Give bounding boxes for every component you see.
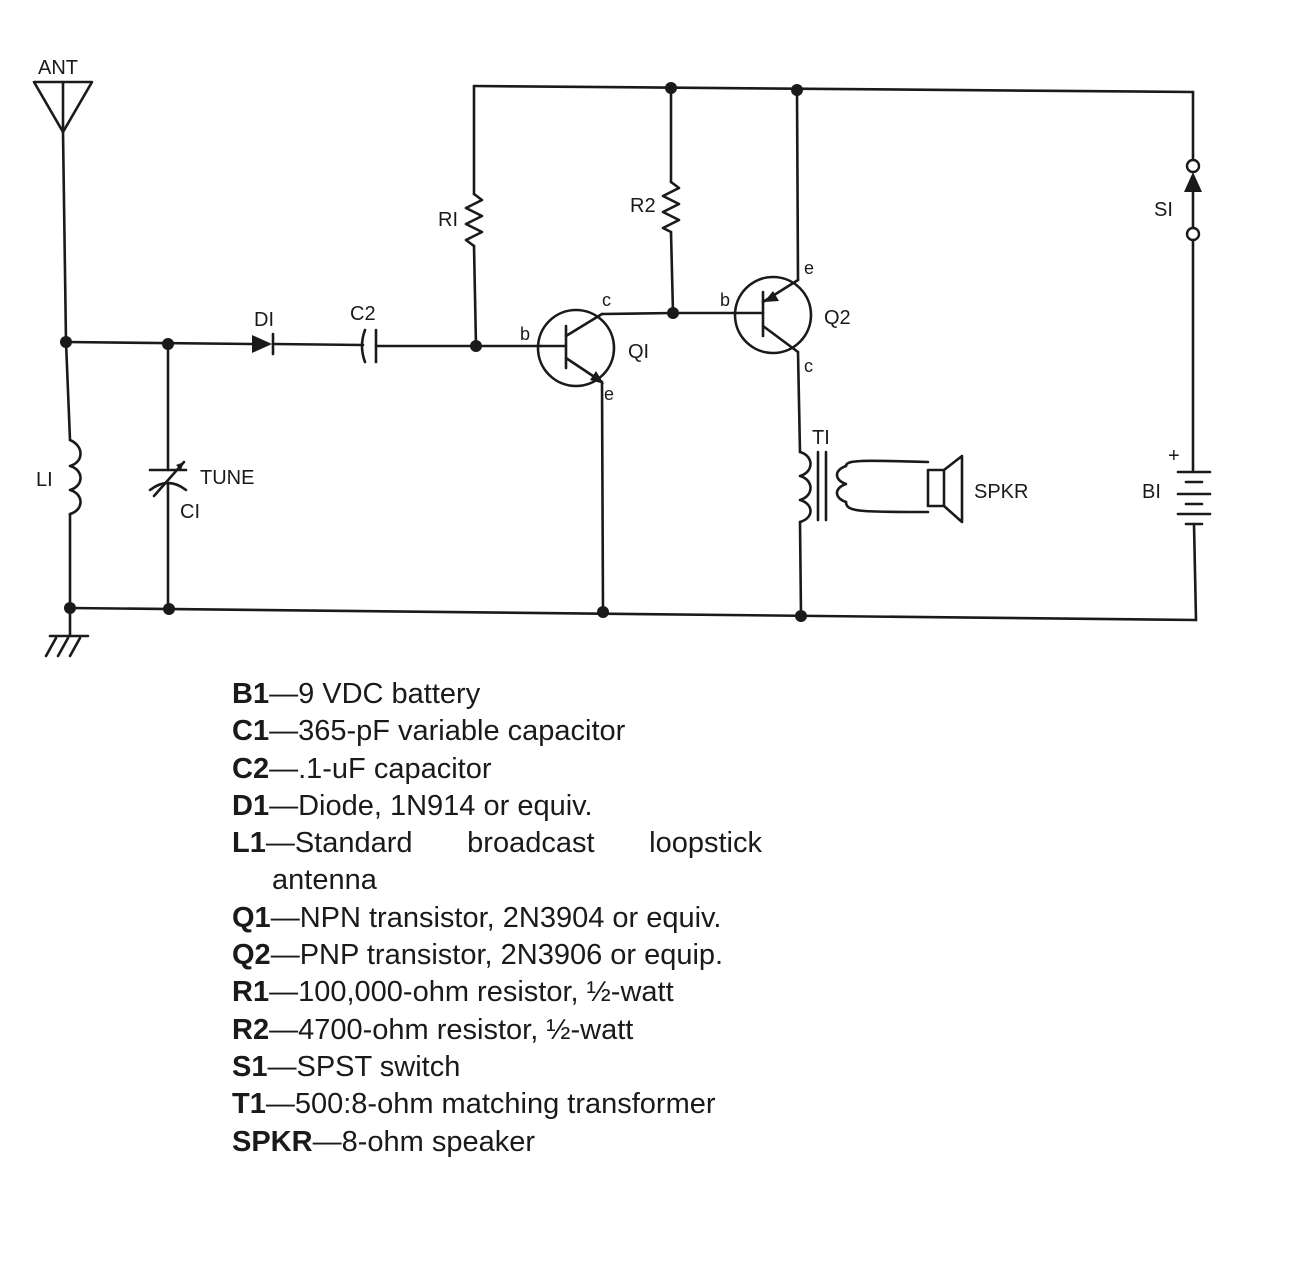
label-s1: SI <box>1154 199 1173 221</box>
speaker-icon <box>926 454 964 524</box>
label-q2: Q2 <box>824 307 851 329</box>
parts-list: B1—9 VDC battery C1—365-pF variable capa… <box>232 676 762 1161</box>
part-b1: B1—9 VDC battery <box>232 678 481 710</box>
label-c2: C2 <box>350 303 376 325</box>
label-q2-e: e <box>804 258 814 278</box>
label-b1: BI <box>1142 481 1161 503</box>
label-q1-b: b <box>520 324 530 344</box>
label-ant: ANT <box>38 57 78 79</box>
q1-npn-transistor <box>536 308 616 388</box>
b1-battery <box>1176 470 1212 526</box>
label-plus: + <box>1168 445 1180 467</box>
label-q2-c: c <box>804 356 813 376</box>
r1-resistor <box>464 192 484 248</box>
part-q2: Q2—PNP transistor, 2N3906 or equip. <box>232 939 724 972</box>
d1-diode <box>252 332 275 356</box>
l1-coil <box>68 438 82 516</box>
part-s1: S1—SPST switch <box>232 1050 461 1083</box>
r2-resistor <box>661 180 681 234</box>
label-q1-c: c <box>602 290 611 310</box>
label-r2: R2 <box>630 195 656 217</box>
label-r1: RI <box>438 209 458 231</box>
part-r1: R1—100,000-ohm resistor, ½-watt <box>232 976 674 1009</box>
label-spkr: SPKR <box>974 481 1028 503</box>
part-d1: D1—Diode, 1N914 or equiv. <box>232 789 593 822</box>
antenna-symbol <box>32 80 94 134</box>
part-q1: Q1—NPN transistor, 2N3904 or equiv. <box>232 901 722 934</box>
label-tune: TUNE <box>200 467 254 489</box>
junction-dots <box>60 82 807 622</box>
part-r2: R2—4700-ohm resistor, ½-watt <box>232 1013 634 1046</box>
part-l1: L1—Standard broadcast loopstick antenna <box>232 827 762 897</box>
q2-pnp-transistor <box>671 275 813 355</box>
ground-symbol <box>44 606 90 658</box>
label-q1: QI <box>628 341 649 363</box>
label-q1-e: e <box>604 384 614 404</box>
label-l1: LI <box>36 469 53 491</box>
label-t1: TI <box>812 427 830 449</box>
part-c1: C1—365-pF variable capacitor <box>232 715 626 748</box>
label-c1: CI <box>180 501 200 523</box>
part-c2: C2—.1-uF capacitor <box>232 752 492 785</box>
t1-transformer <box>798 450 930 524</box>
s1-switch <box>1184 158 1202 242</box>
label-q2-b: b <box>720 290 730 310</box>
part-spkr: SPKR—8-ohm speaker <box>232 1125 536 1158</box>
schematic: ANT LI DI C2 TUNE CI RI <box>32 57 1212 658</box>
part-t1: T1—500:8-ohm matching transformer <box>232 1088 716 1121</box>
c2-capacitor <box>360 328 378 364</box>
label-d1: DI <box>254 309 274 331</box>
